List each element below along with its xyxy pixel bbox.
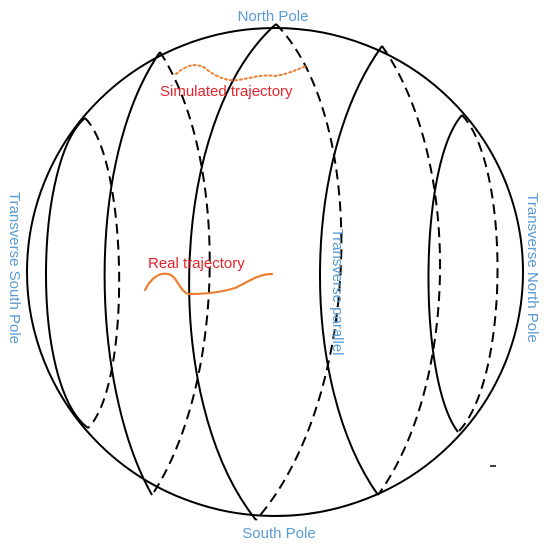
simulated-trajectory-label: Simulated trajectory [160, 83, 293, 100]
transverse-parallel-ring-4-front [319, 45, 383, 496]
real-trajectory-line [143, 272, 274, 296]
sphere-outline [26, 27, 524, 517]
transverse-parallel-ring-2-front [103, 51, 161, 496]
real-trajectory-label: Real trajectory [148, 255, 245, 272]
transverse-parallel-ring-5-back [457, 114, 499, 433]
south-pole-label: South Pole [242, 525, 315, 542]
transverse-parallel-ring-2-back [151, 51, 211, 496]
transverse-north-pole-label: Transverse North Pole [524, 193, 541, 343]
simulated-trajectory-line [175, 64, 307, 82]
transverse-parallel-ring-1-front [45, 117, 89, 429]
north-pole-label: North Pole [238, 8, 309, 25]
transverse-parallel-label: Transverse parallel [329, 229, 346, 356]
transverse-parallel-ring-5-front [427, 114, 463, 433]
transverse-south-pole-label: Transverse South Pole [6, 192, 23, 344]
transverse-parallel-ring-3-front [188, 23, 277, 521]
transverse-parallel-ring-4-back [377, 45, 442, 496]
transverse-parallel-ring-1-back [84, 117, 121, 429]
